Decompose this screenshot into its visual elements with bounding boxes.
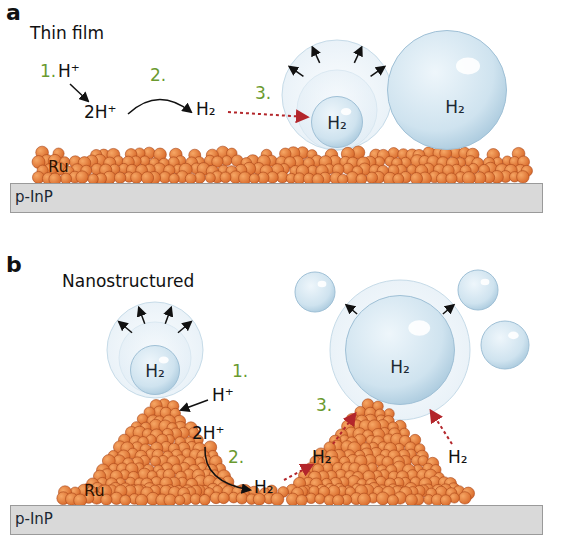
step-number: 3. [255, 84, 271, 104]
ru-particle [199, 494, 210, 505]
ru-particle [76, 171, 89, 184]
species-label: H⁺ [212, 386, 234, 406]
growth-arrow [139, 308, 145, 324]
hydrogen-bubble [330, 280, 470, 420]
bubble-outline [312, 97, 363, 148]
step-number: 2. [150, 66, 166, 86]
growth-arrow [346, 305, 357, 314]
hydrogen-bubble: H₂ [311, 96, 363, 148]
step-number: 3. [316, 396, 332, 416]
species-label: 2H⁺ [192, 424, 225, 444]
panel-letter: b [6, 252, 22, 277]
species-label: H₂ [448, 448, 468, 468]
substrate-band: p-InP [10, 505, 543, 535]
gas-label: H₂ [145, 362, 165, 382]
gas-label: H₂ [327, 114, 347, 134]
hydrogen-bubble: H₂ [387, 30, 507, 150]
growth-arrow [354, 47, 361, 62]
substrate-band: p-InP [10, 183, 543, 213]
ru-particle [459, 492, 471, 504]
reaction-arrow [128, 99, 191, 114]
reaction-arrow [205, 447, 250, 490]
panel-title: Thin film [30, 24, 104, 44]
step-number: 2. [228, 448, 244, 468]
ru-particle [236, 492, 248, 504]
bubble-highlight [508, 332, 519, 340]
diffusion-arrow [333, 414, 355, 444]
material-label: Ru [48, 158, 69, 176]
growth-arrow [119, 322, 132, 333]
ru-particle [205, 173, 215, 183]
species-label: H₂ [196, 100, 216, 120]
material-label: Ru [84, 482, 105, 500]
species-label: H⁺ [58, 62, 80, 82]
bubble-highlight [408, 320, 430, 335]
bubble-highlight [318, 281, 327, 287]
proton-arrow [70, 84, 88, 101]
gas-label: H₂ [390, 358, 410, 378]
panel-title: Nanostructured [62, 272, 194, 292]
hydrogen-bubble: H₂ [130, 345, 180, 395]
ru-particle [114, 172, 125, 183]
ru-particle [175, 495, 185, 505]
hydrogen-bubble [458, 270, 498, 310]
growth-arrow [178, 322, 191, 333]
species-label: H₂ [312, 448, 332, 468]
step-number: 1. [232, 362, 248, 382]
hydrogen-bubble [107, 302, 203, 398]
bubble-shape [345, 295, 455, 405]
bubble-highlight [481, 279, 490, 285]
diffusion-arrow [431, 411, 452, 444]
proton-arrow [181, 400, 208, 410]
species-label: 2H⁺ [84, 103, 117, 123]
growth-arrow [289, 67, 303, 77]
gas-label: H₂ [445, 98, 465, 118]
diffusion-arrow [228, 112, 307, 117]
ru-particle [517, 171, 529, 183]
ru-particle [131, 172, 143, 184]
ru-particle [218, 492, 229, 503]
growth-arrow [312, 47, 319, 62]
growth-arrow [371, 67, 385, 77]
ru-particle [366, 172, 377, 183]
bubble-shape [387, 30, 507, 150]
bubble-outline [131, 346, 180, 395]
bubble-outline [388, 31, 507, 150]
bubble-highlight [456, 58, 480, 75]
ru-particle [315, 494, 325, 504]
growth-arrow [165, 308, 171, 324]
ru-particle [220, 172, 231, 183]
growth-arrow [443, 305, 454, 314]
panel-letter: a [6, 0, 21, 25]
hydrogen-bubble [282, 40, 392, 150]
diffusion-arrow [284, 465, 312, 480]
step-number: 1. [40, 62, 56, 82]
hydrogen-bubble [295, 272, 335, 312]
species-label: H₂ [254, 478, 274, 498]
substrate-label: p-InP [15, 511, 53, 528]
ru-particle [150, 456, 160, 466]
ru-particle [358, 493, 371, 506]
bubble-outline [346, 296, 455, 405]
hydrogen-bubble: H₂ [345, 295, 455, 405]
hydrogen-bubble [481, 321, 529, 369]
substrate-label: p-InP [15, 189, 53, 206]
